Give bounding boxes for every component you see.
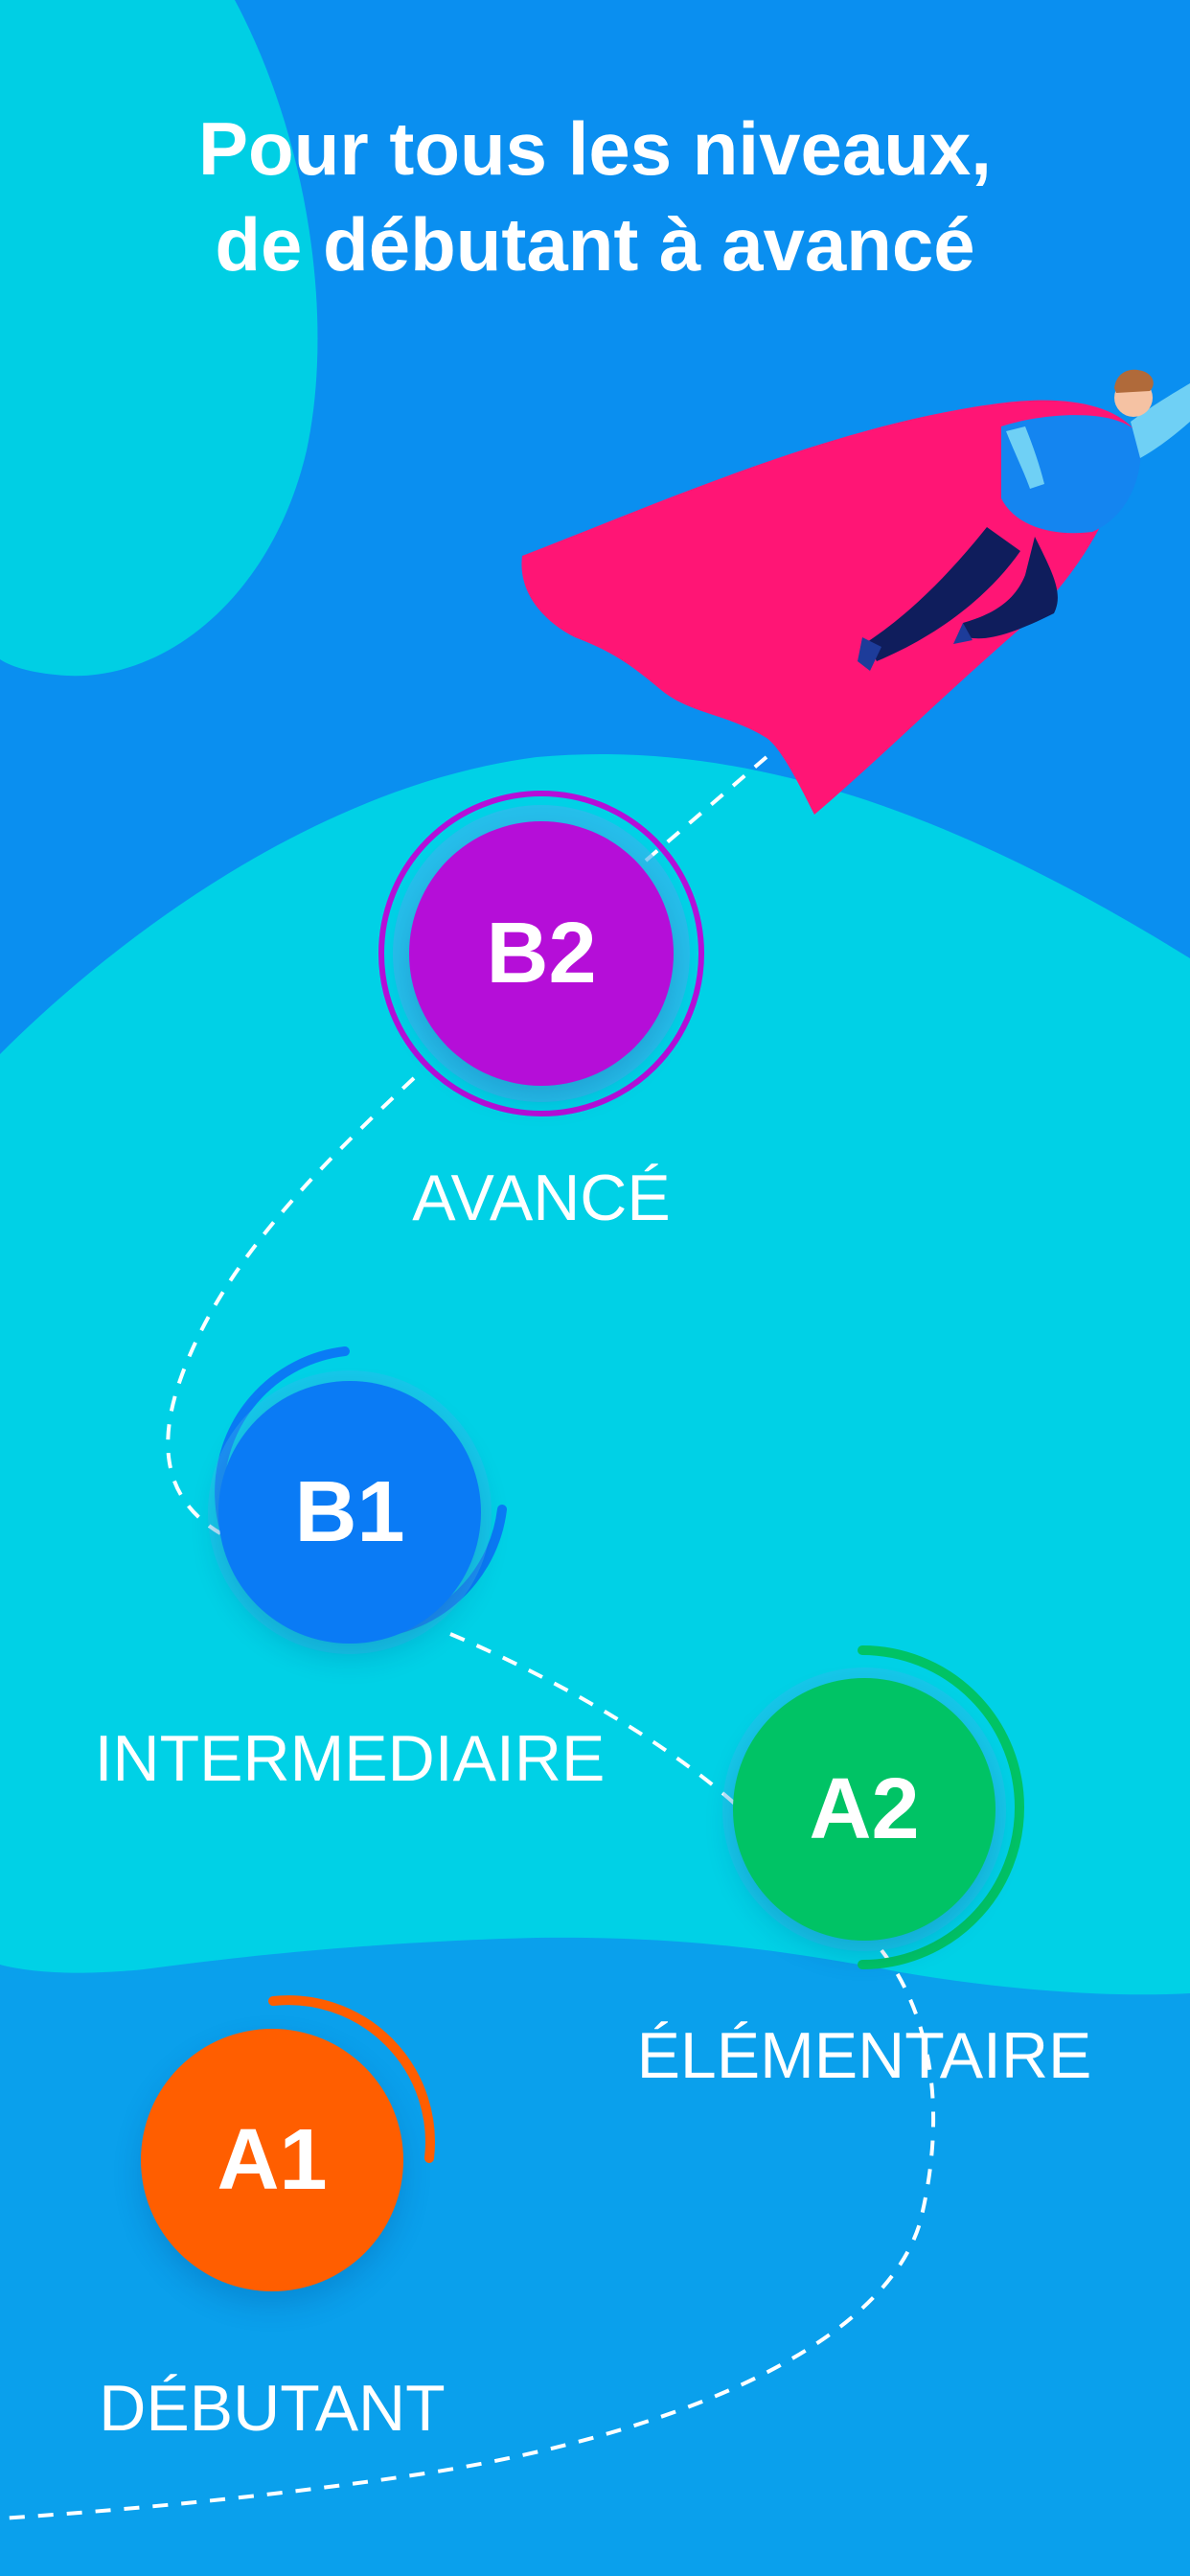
top-left-blob [0, 0, 318, 677]
a1-progress-ring [268, 1995, 435, 2163]
level-label-a2: ÉLÉMENTAIRE [636, 2019, 1092, 2092]
superhero-illustration [521, 369, 1190, 815]
a2-progress-ring [858, 1645, 1024, 1969]
level-code-a2: A2 [809, 1760, 920, 1857]
hero-boot [858, 637, 881, 671]
hero-boot-front [953, 623, 973, 644]
level-code-a1: A1 [217, 2111, 328, 2208]
headline-line-2: de débutant à avancé [215, 202, 975, 287]
b2-progress-ring [378, 791, 704, 1116]
hero-arm [1131, 383, 1190, 458]
headline-line-1: Pour tous les niveaux, [198, 106, 992, 191]
hero-torso [1001, 415, 1141, 534]
cape [521, 400, 1135, 815]
hero-front-leg [963, 537, 1058, 639]
level-badge-a1[interactable]: A1 [141, 2029, 403, 2291]
headline: Pour tous les niveaux, de débutant à ava… [0, 101, 1190, 292]
level-badge-b2[interactable]: B2 [409, 821, 674, 1086]
learning-path [0, 755, 936, 2520]
level-code-b1: B1 [294, 1463, 405, 1560]
level-label-a1: DÉBUTANT [99, 2372, 446, 2445]
level-badge-a2[interactable]: A2 [733, 1678, 995, 1941]
hero-back-leg [867, 527, 1020, 661]
hero-arm-back [1006, 426, 1044, 489]
level-badge-b1[interactable]: B1 [218, 1381, 481, 1644]
level-label-b2: AVANCÉ [412, 1162, 671, 1234]
hero-hair [1114, 369, 1154, 393]
level-label-b1: INTERMEDIAIRE [94, 1722, 606, 1795]
level-code-b2: B2 [486, 905, 597, 1001]
